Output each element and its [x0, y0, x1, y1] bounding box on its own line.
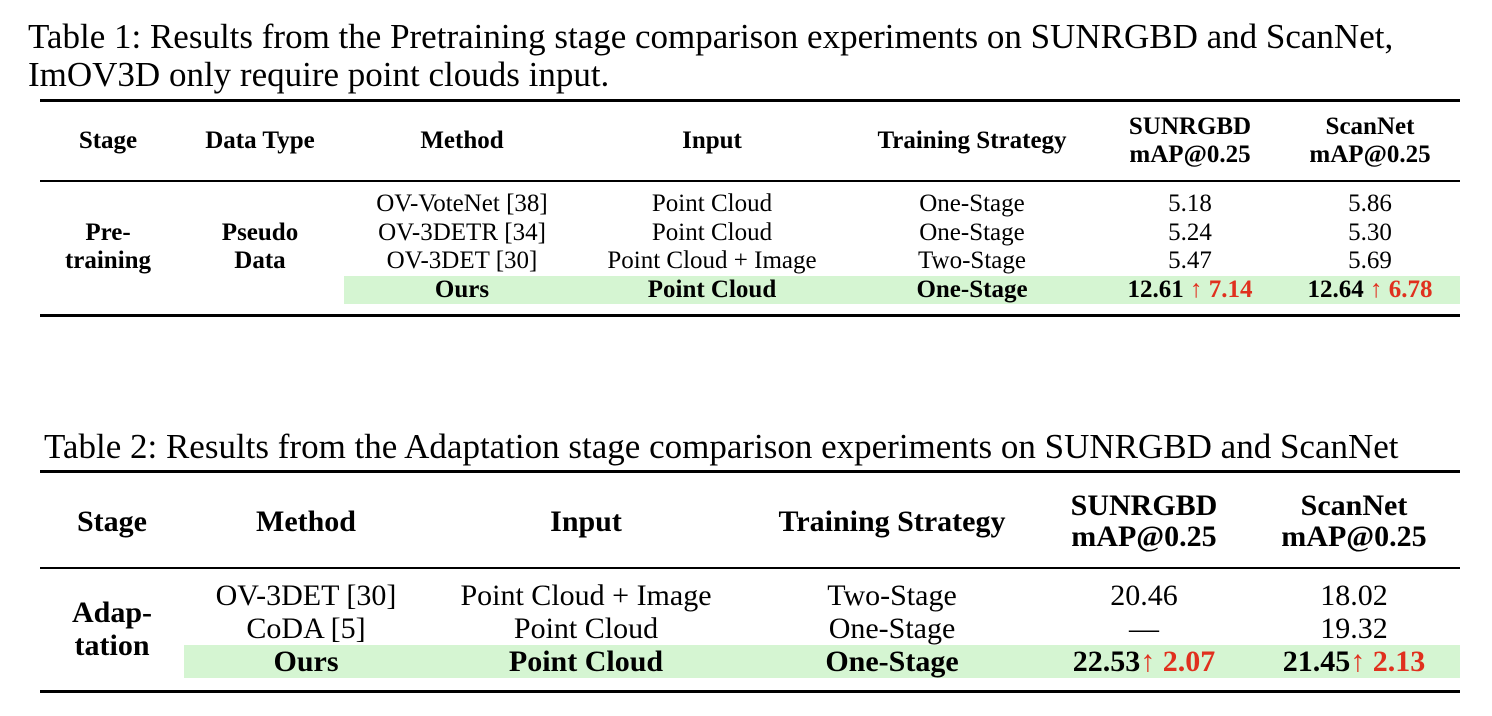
table2-header-method: Method	[256, 504, 356, 538]
table1-header-scannet-l2: mAP@0.25	[1309, 141, 1431, 168]
scannet-value: 12.64	[1307, 275, 1364, 303]
table1-data-type-l2: Data	[234, 247, 286, 274]
table1-bottom-rule	[40, 314, 1460, 317]
table2: Stage Method Input Training Strategy SUN…	[40, 473, 1460, 678]
table-row-ours: Ours Point Cloud One-Stage 22.53↑ 2.07 2…	[40, 645, 1460, 678]
table1-stage-cell: Pre-training	[40, 180, 176, 304]
table2-header-stage: Stage	[77, 504, 147, 538]
sunrgbd-cell: —	[1129, 612, 1159, 645]
sunrgbd-cell: 5.24	[1168, 218, 1212, 246]
table1-header-sunrgbd-l1: SUNRGBD	[1128, 113, 1252, 140]
table1-stage-l2: training	[64, 247, 152, 274]
scannet-cell: 12.64 ↑ 6.78	[1280, 276, 1460, 305]
strategy-cell: Two-Stage	[827, 579, 957, 612]
table-row: Adap-tation OV-3DET [30] Point Cloud + I…	[40, 569, 1460, 662]
table2-top-rule	[40, 470, 1460, 473]
table-row: OV-3DETR [34] Point Cloud One-Stage 5.24…	[40, 219, 1460, 248]
table1-stage-l1: Pre-	[85, 219, 131, 246]
table2-caption: Table 2: Results from the Adaptation sta…	[44, 427, 1399, 466]
method-cell: Ours	[434, 275, 490, 303]
method-cell: CoDA [5]	[246, 612, 366, 645]
scannet-value: 21.45	[1282, 645, 1351, 678]
table2-bottom-rule	[40, 690, 1460, 693]
table2-stage-l1: Adap-	[71, 595, 153, 629]
scannet-cell: 18.02	[1320, 579, 1388, 612]
scannet-gain: ↑ 2.13	[1350, 645, 1426, 678]
table2-header-scannet-l1: ScanNet	[1300, 489, 1408, 522]
table1-header-input: Input	[682, 127, 742, 154]
table2-mid-rule	[40, 567, 1460, 569]
table1: Stage Data Type Method Input Training St…	[40, 102, 1460, 304]
strategy-cell: One-Stage	[828, 612, 956, 645]
method-cell: OV-3DETR [34]	[378, 218, 546, 246]
method-cell: OV-3DET [30]	[386, 247, 538, 275]
sunrgbd-cell: 5.47	[1168, 247, 1212, 275]
scannet-cell: 5.86	[1348, 190, 1392, 218]
table2-stage-l2: tation	[74, 628, 150, 662]
table1-header-row: Stage Data Type Method Input Training St…	[40, 102, 1460, 180]
table-row: CoDA [5] Point Cloud One-Stage — 19.32	[40, 612, 1460, 645]
table1-header-scannet-l1: ScanNet	[1325, 113, 1415, 140]
strategy-cell: Two-Stage	[918, 247, 1026, 275]
sunrgbd-gain: ↑ 7.14	[1190, 275, 1253, 303]
table1-data-type-l1: Pseudo	[221, 219, 299, 246]
table1-caption-line2: ImOV3D only require point clouds input.	[28, 55, 610, 94]
table2-header-sunrgbd-l1: SUNRGBD	[1070, 489, 1218, 522]
table2-header-scannet-l2: mAP@0.25	[1281, 520, 1427, 553]
strategy-cell: One-Stage	[744, 645, 1040, 678]
input-cell: Point Cloud	[651, 190, 773, 218]
sunrgbd-cell: 5.18	[1168, 190, 1212, 218]
input-cell: Point Cloud	[647, 275, 777, 303]
input-cell: Point Cloud + Image	[607, 247, 817, 275]
scannet-cell: 21.45↑ 2.13	[1248, 645, 1460, 678]
table1-header-training-strategy: Training Strategy	[877, 127, 1067, 154]
table1-header-method: Method	[420, 127, 504, 154]
table2-stage-cell: Adap-tation	[40, 569, 184, 678]
table1-header-data-type: Data Type	[205, 127, 315, 154]
scannet-cell: 19.32	[1320, 612, 1388, 645]
input-cell: Point Cloud	[651, 218, 773, 246]
input-cell: Point Cloud + Image	[460, 579, 712, 612]
sunrgbd-cell: 22.53↑ 2.07	[1040, 645, 1248, 678]
scannet-gain: ↑ 6.78	[1370, 275, 1433, 303]
strategy-cell: One-Stage	[919, 190, 1025, 218]
method-cell: OV-3DET [30]	[215, 579, 397, 612]
table2-header-input: Input	[550, 504, 622, 538]
strategy-cell: One-Stage	[919, 218, 1025, 246]
table1-caption-line1: Table 1: Results from the Pretraining st…	[28, 17, 1394, 56]
sunrgbd-cell: 20.46	[1110, 579, 1178, 612]
table2-header-sunrgbd-l2: mAP@0.25	[1071, 520, 1217, 553]
input-cell: Point Cloud	[428, 645, 744, 678]
method-cell: Ours	[184, 645, 428, 678]
input-cell: Point Cloud	[513, 612, 659, 645]
table1-header-stage: Stage	[78, 127, 138, 154]
table2-header-row: Stage Method Input Training Strategy SUN…	[40, 473, 1460, 569]
table1-header-sunrgbd-l2: mAP@0.25	[1129, 141, 1251, 168]
scannet-cell: 5.30	[1348, 218, 1392, 246]
table2-header-training-strategy: Training Strategy	[778, 504, 1006, 538]
sunrgbd-cell: 12.61 ↑ 7.14	[1100, 276, 1280, 305]
scannet-cell: 5.69	[1348, 247, 1392, 275]
table1-top-rule	[40, 99, 1460, 102]
sunrgbd-value: 12.61	[1127, 275, 1184, 303]
method-cell: OV-VoteNet [38]	[376, 190, 548, 218]
sunrgbd-value: 22.53	[1072, 645, 1141, 678]
table1-caption: Table 1: Results from the Pretraining st…	[28, 18, 1393, 94]
strategy-cell: One-Stage	[916, 275, 1028, 303]
table-row: OV-3DET [30] Point Cloud + Image Two-Sta…	[40, 247, 1460, 276]
sunrgbd-gain: ↑ 2.07	[1140, 645, 1216, 678]
table1-mid-rule	[40, 180, 1460, 182]
